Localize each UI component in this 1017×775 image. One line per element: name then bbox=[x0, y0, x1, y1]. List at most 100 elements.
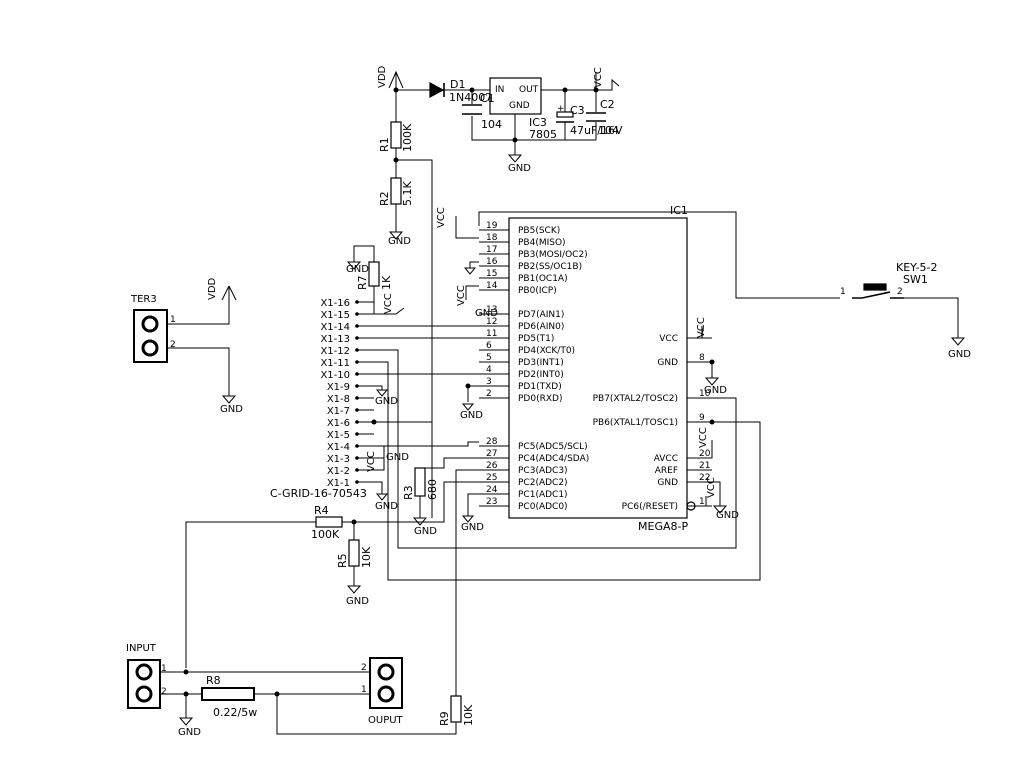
x1-11-link bbox=[374, 361, 761, 581]
x1-pin-label: X1-14 bbox=[320, 322, 350, 333]
r7-ref: R7 bbox=[356, 275, 369, 290]
x1-4-link bbox=[374, 441, 479, 447]
ter3-pin1-num: 1 bbox=[170, 315, 176, 325]
vdd-top-label: VDD bbox=[377, 65, 388, 88]
ter3-gnd-wire bbox=[167, 347, 230, 396]
vdd-top-arrow bbox=[388, 70, 404, 90]
ic1-right-pin-number: 21 bbox=[699, 461, 710, 471]
ic1-left-pin-number: 19 bbox=[486, 221, 498, 231]
pd1-gnd-label: GND bbox=[460, 410, 483, 421]
ic1-left-pin-number: 17 bbox=[486, 245, 497, 255]
x1-pin-label: X1-9 bbox=[327, 382, 350, 393]
r2-value: 5.1K bbox=[401, 181, 414, 206]
avcc-wire bbox=[687, 440, 713, 459]
ic1-gnd-label: GND bbox=[704, 385, 727, 396]
pb5-switch-wire bbox=[478, 211, 840, 299]
r4-value: 100K bbox=[311, 528, 340, 541]
x1-1-gnd-symbol bbox=[375, 493, 389, 501]
r5-gnd-label: GND bbox=[346, 596, 369, 607]
ic1-right-pin-number: 10 bbox=[699, 389, 711, 399]
x1-pin-label: X1-3 bbox=[327, 454, 350, 465]
ic1-left-pin-number: 26 bbox=[486, 461, 498, 471]
r1-resistor bbox=[390, 121, 402, 149]
gnd22-wire bbox=[687, 481, 721, 506]
ic1-left-pin-number: 4 bbox=[486, 365, 492, 375]
ic1-left-pin-name: PD3(INT1) bbox=[518, 358, 564, 368]
ic3-pin-out: OUT bbox=[519, 85, 539, 95]
r9-resistor bbox=[450, 695, 462, 723]
input-gnd-label: GND bbox=[178, 727, 201, 738]
r8-resistor bbox=[201, 687, 255, 701]
ter3-pin2-num: 2 bbox=[170, 340, 176, 350]
sw1-value: KEY-5-2 bbox=[896, 261, 938, 274]
c3-ref: C3 bbox=[570, 104, 585, 117]
x1-3-gnd-label: GND bbox=[386, 452, 409, 463]
r7-wire bbox=[353, 245, 375, 314]
r7-vcc-arrow bbox=[374, 307, 405, 315]
pb4-vcc-wire bbox=[455, 216, 479, 239]
ic1-left-pin-number: 25 bbox=[486, 473, 497, 483]
pb2-gnd-symbol bbox=[463, 267, 477, 275]
ic1-left-pin-name: PC1(ADC1) bbox=[518, 490, 568, 500]
ic3-pin-in: IN bbox=[495, 85, 504, 95]
input-pin-1 bbox=[135, 663, 153, 681]
ic1-left-pin-name: PB5(SCK) bbox=[518, 226, 560, 236]
ic1-left-pin-number: 2 bbox=[486, 389, 492, 399]
junction bbox=[371, 419, 377, 425]
ic1-left-pin-number: 28 bbox=[486, 437, 498, 447]
ic3-gnd-symbol bbox=[507, 154, 523, 163]
pc3-r9-wire bbox=[455, 469, 479, 696]
d1-diode bbox=[429, 81, 445, 99]
c1-capacitor bbox=[462, 104, 482, 115]
x1-connector: C-GRID-16-70543 X1-16X1-15X1-14X1-13X1-1… bbox=[270, 298, 374, 500]
r4-ref: R4 bbox=[314, 504, 329, 517]
x1-pin-label: X1-2 bbox=[327, 466, 350, 477]
junction bbox=[183, 669, 189, 675]
ic1-left-pin-number: 23 bbox=[486, 497, 497, 507]
pd1-gnd-symbol bbox=[461, 403, 475, 411]
ter3-gnd-symbol bbox=[221, 395, 237, 404]
r5-resistor bbox=[348, 539, 360, 567]
ic1-right-pin-number: 9 bbox=[699, 413, 705, 423]
pc0-wire bbox=[467, 493, 479, 516]
x1-pin-label: X1-10 bbox=[320, 370, 350, 381]
junction bbox=[709, 359, 715, 365]
x1-pin-label: X1-7 bbox=[327, 406, 350, 417]
ic1-gnd-symbol bbox=[704, 377, 720, 386]
r2-resistor bbox=[390, 177, 402, 205]
r7-gnd-symbol bbox=[346, 261, 362, 270]
sw1-gnd-label: GND bbox=[948, 349, 971, 360]
ic1-left-pin-name: PC0(ADC0) bbox=[518, 502, 568, 512]
input-pin1-num: 1 bbox=[161, 664, 167, 674]
ic1-left-pin-number: 15 bbox=[486, 269, 497, 279]
x1-pin-label: X1-12 bbox=[320, 346, 350, 357]
r9-value: 10K bbox=[462, 704, 475, 726]
ic1-right-pin-name: GND bbox=[657, 358, 678, 368]
x1-9-gnd-label: GND bbox=[375, 396, 398, 407]
r3-value: 680 bbox=[426, 479, 439, 500]
ter3-vdd-wire bbox=[167, 285, 237, 325]
r8-value: 0.22/5w bbox=[213, 706, 257, 719]
input-pin-2 bbox=[135, 685, 153, 703]
r9-ref: R9 bbox=[438, 711, 451, 726]
output-ref: OUPUT bbox=[368, 715, 404, 726]
ter3-terminal: TER3 1 2 VDD GND bbox=[130, 277, 243, 415]
ic1-left-pin-name: PC4(ADC4/SDA) bbox=[518, 454, 589, 464]
c3-capacitor bbox=[556, 111, 574, 118]
ic1-left-pin-name: PB2(SS/OC1B) bbox=[518, 262, 582, 272]
pd1-wire bbox=[467, 385, 479, 402]
x1-1-gnd-label: GND bbox=[375, 501, 398, 512]
c2-ref: C2 bbox=[600, 98, 615, 111]
d1-value: 1N4007 bbox=[449, 91, 492, 104]
load-section: INPUT 1 2 GND R8 0.22/5w R9 10K 2 1 OUPU… bbox=[126, 643, 475, 738]
pb4-vcc-label: VCC bbox=[436, 207, 447, 228]
pb2-gnd-wire bbox=[469, 261, 479, 268]
input-gnd-symbol bbox=[178, 717, 194, 726]
ic1-left-pin-name: PC3(ADC3) bbox=[518, 466, 568, 476]
r8-ref: R8 bbox=[206, 674, 221, 687]
ic1-left-pin-name: PD2(INT0) bbox=[518, 370, 564, 380]
sw1-gnd-wire bbox=[904, 297, 959, 338]
ic1-right-pin-number: 8 bbox=[699, 353, 705, 363]
